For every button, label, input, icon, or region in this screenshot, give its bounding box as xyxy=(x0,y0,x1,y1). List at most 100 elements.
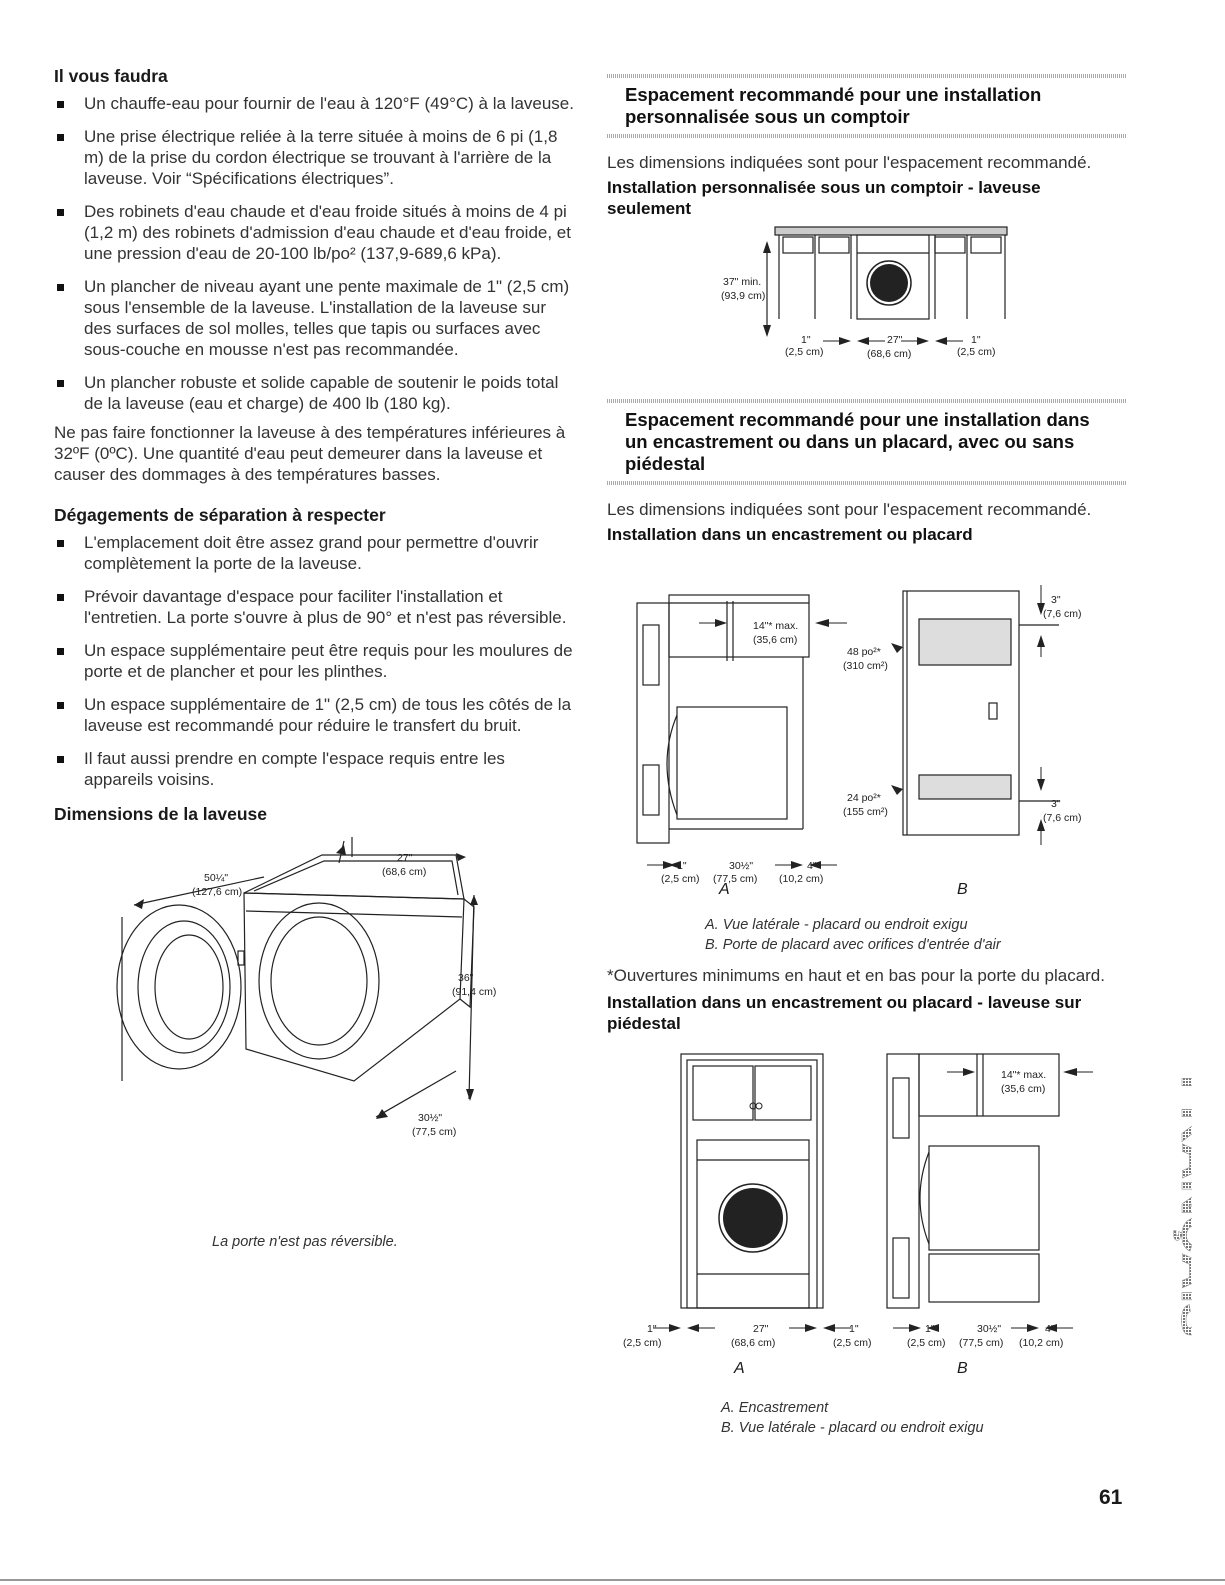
bullet-icon xyxy=(57,702,64,709)
section-title-clearances: Dégagements de séparation à respecter xyxy=(54,505,386,525)
washer-dimensions-diagram: 50¼" (127,6 cm) 27" (68,6 cm) 36" (91,4 … xyxy=(116,837,496,1138)
list-item-text: Des robinets d'eau chaude et d'eau froid… xyxy=(84,202,571,263)
clearances-list: L'emplacement doit être assez grand pour… xyxy=(54,532,574,790)
dimension-label: (35,6 cm) xyxy=(1001,1083,1045,1095)
figure-caption: B. Vue latérale - placard ou endroit exi… xyxy=(721,1420,984,1436)
section-rule xyxy=(607,399,1127,403)
dimension-label: 1" xyxy=(801,334,811,346)
dimension-label: 30½" xyxy=(977,1323,1001,1335)
list-item: Un espace supplémentaire peut être requi… xyxy=(54,640,574,682)
list-item: Des robinets d'eau chaude et d'eau froid… xyxy=(54,201,574,264)
bullet-icon xyxy=(57,101,64,108)
closet-clearance-diagram: 14"* max. (35,6 cm) 48 po²* (310 cm²) 24… xyxy=(636,585,1082,885)
list-item: Un plancher de niveau ayant une pente ma… xyxy=(54,276,574,360)
list-item: L'emplacement doit être assez grand pour… xyxy=(54,532,574,574)
section-title-under-counter: Espacement recommandé pour une installat… xyxy=(625,84,1042,127)
section-rule xyxy=(607,134,1127,138)
dimension-label: 14"* max. xyxy=(1001,1069,1046,1081)
dimension-label: (310 cm²) xyxy=(843,660,888,672)
figure-labels: A B xyxy=(607,1360,1127,1384)
dimension-label: (93,9 cm) xyxy=(721,290,765,302)
list-item: Une prise électrique reliée à la terre s… xyxy=(54,126,574,189)
dimension-label: 1" xyxy=(647,1323,657,1335)
subheading: Installation personnalisée sous un compt… xyxy=(607,178,1041,218)
figure-labels: A B xyxy=(607,881,1127,909)
dimension-label: (2,5 cm) xyxy=(833,1337,872,1348)
list-item-text: Un espace supplémentaire de 1" (2,5 cm) … xyxy=(84,695,572,735)
bullet-icon xyxy=(57,380,64,387)
list-item-text: Une prise électrique reliée à la terre s… xyxy=(84,127,558,188)
dimension-label: (77,5 cm) xyxy=(959,1337,1003,1348)
dimension-label: 30½" xyxy=(729,860,753,872)
dimension-label: (7,6 cm) xyxy=(1043,812,1082,824)
footer-rule xyxy=(0,1579,1225,1581)
dimension-label: (91,4 cm) xyxy=(452,986,496,998)
list-item-text: Un chauffe-eau pour fournir de l'eau à 1… xyxy=(84,94,574,113)
section-text: Les dimensions indiquées sont pour l'esp… xyxy=(607,500,1092,519)
subheading: Installation dans un encastrement ou pla… xyxy=(607,993,1082,1033)
right-column: Espacement recommandé pour une installat… xyxy=(607,66,1127,1438)
list-item: Il faut aussi prendre en compte l'espace… xyxy=(54,748,574,790)
dimension-label: (77,5 cm) xyxy=(713,873,757,885)
dimension-label: 3" xyxy=(1051,798,1061,810)
dimension-label: (68,6 cm) xyxy=(731,1337,775,1348)
bullet-icon xyxy=(57,540,64,547)
bullet-icon xyxy=(57,284,64,291)
list-item: Un chauffe-eau pour fournir de l'eau à 1… xyxy=(54,93,574,114)
dimension-label: (2,5 cm) xyxy=(623,1337,662,1348)
footnote: *Ouvertures minimums en haut et en bas p… xyxy=(607,966,1105,985)
list-item-text: Un espace supplémentaire peut être requi… xyxy=(84,641,573,681)
dimension-label: (2,5 cm) xyxy=(661,873,700,885)
section-title-dimensions: Dimensions de la laveuse xyxy=(54,804,268,824)
list-item-text: Il faut aussi prendre en compte l'espace… xyxy=(84,749,505,789)
section-rule xyxy=(607,74,1127,78)
dimension-label: (2,5 cm) xyxy=(907,1337,946,1348)
dimension-label: 4" xyxy=(807,860,817,872)
dimension-label: 1" xyxy=(849,1323,859,1335)
dimension-label: 4" xyxy=(1045,1323,1055,1335)
figure-label-b: B xyxy=(957,881,968,898)
under-counter-diagram: 37" min. (93,9 cm) 1" (2,5 cm) 27" (68,6… xyxy=(721,226,1008,360)
list-item-text: Un plancher de niveau ayant une pente ma… xyxy=(84,277,570,359)
dimension-label: 1" xyxy=(971,334,981,346)
dimension-label: (68,6 cm) xyxy=(382,866,426,878)
bullet-icon xyxy=(57,594,64,601)
dimension-label: (77,5 cm) xyxy=(412,1126,456,1138)
section-title-alcove: Espacement recommandé pour une installat… xyxy=(625,409,1090,474)
dimension-label: 14"* max. xyxy=(753,620,798,632)
dimension-label: 1" xyxy=(925,1323,935,1335)
dimension-label: 27" xyxy=(397,852,413,864)
dimension-label: 30½" xyxy=(418,1112,442,1124)
dimension-label: 27" xyxy=(887,334,903,346)
figure-caption: La porte n'est pas réversible. xyxy=(212,1234,398,1250)
list-item: Un espace supplémentaire de 1" (2,5 cm) … xyxy=(54,694,574,736)
dimension-label: 36" xyxy=(458,972,474,984)
section-text: Les dimensions indiquées sont pour l'esp… xyxy=(607,153,1092,172)
dimension-label: 3" xyxy=(1051,594,1061,606)
bullet-icon xyxy=(57,209,64,216)
figure-caption: A. Vue latérale - placard ou endroit exi… xyxy=(705,917,968,933)
dimension-label: 50¼" xyxy=(204,872,228,884)
figure-caption: A. Encastrement xyxy=(721,1400,829,1416)
pedestal-closet-diagram: 1" (2,5 cm) 27" (68,6 cm) 1" (2,5 cm) 14… xyxy=(623,1053,1093,1348)
dimension-label: 1" xyxy=(677,860,687,872)
dimension-label: 37" min. xyxy=(723,276,761,288)
temperature-note: Ne pas faire fonctionner la laveuse à de… xyxy=(54,423,566,484)
dimension-label: (68,6 cm) xyxy=(867,348,911,360)
figure-label-a: A xyxy=(734,1360,745,1377)
left-column: Il vous faudra Un chauffe-eau pour fourn… xyxy=(54,66,574,1250)
dimension-label: (2,5 cm) xyxy=(785,346,824,358)
figure-label-b: B xyxy=(957,1360,968,1377)
dimension-label: (7,6 cm) xyxy=(1043,608,1082,620)
figure-caption: B. Porte de placard avec orifices d'entr… xyxy=(705,937,1001,953)
language-side-tab: FRANÇAIS xyxy=(1173,1075,1192,1337)
dimension-label: (127,6 cm) xyxy=(192,886,242,898)
section-title-needs: Il vous faudra xyxy=(54,66,168,86)
section-rule xyxy=(607,481,1127,485)
subheading: Installation dans un encastrement ou pla… xyxy=(607,525,973,544)
dimension-label: (155 cm²) xyxy=(843,806,888,818)
needs-list: Un chauffe-eau pour fournir de l'eau à 1… xyxy=(54,93,574,414)
bullet-icon xyxy=(57,134,64,141)
dimension-label: 24 po²* xyxy=(847,792,881,804)
dimension-label: (2,5 cm) xyxy=(957,346,996,358)
